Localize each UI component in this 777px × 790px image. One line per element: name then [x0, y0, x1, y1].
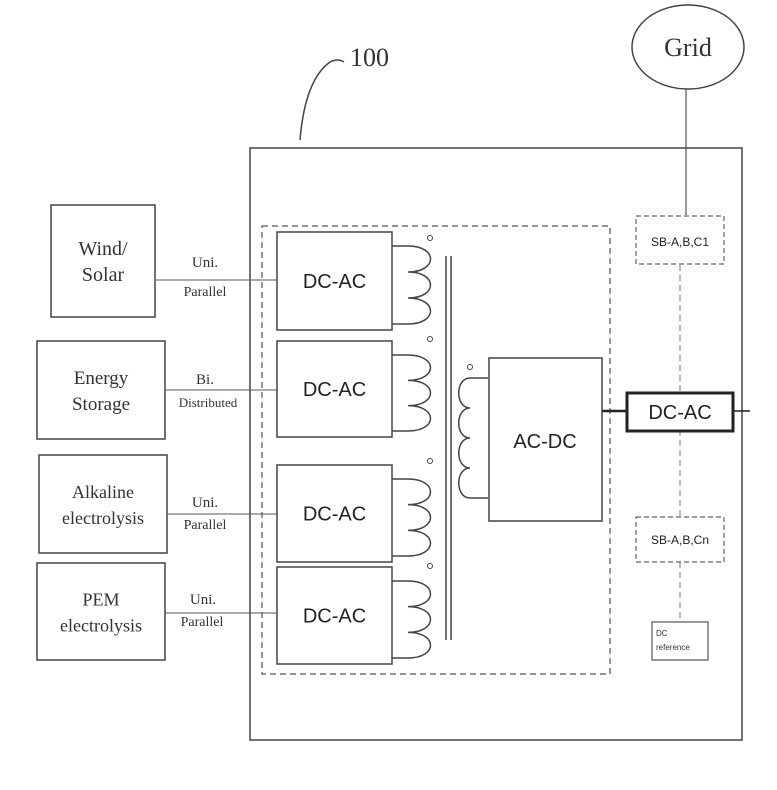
link-topology-label-4: Parallel	[181, 615, 224, 630]
coil-polarity-dot-1	[428, 236, 433, 241]
link-type-label-1: Uni.	[192, 255, 218, 271]
coil-polarity-dot-4	[428, 564, 433, 569]
grid-label: Grid	[664, 33, 712, 62]
link-topology-label-1: Parallel	[184, 285, 227, 300]
dc-reference-box	[652, 622, 708, 660]
dc-reference-line1: DC	[656, 629, 668, 638]
source-label-line1-3: Alkaline	[72, 482, 134, 502]
primary-coil-2	[392, 355, 431, 431]
converter-label-2: DC-AC	[303, 379, 366, 401]
source-label-line2-2: Storage	[72, 394, 130, 415]
rectifier-label: AC-DC	[513, 431, 576, 453]
coil-polarity-dot-2	[428, 337, 433, 342]
source-box-3	[39, 455, 167, 553]
coil-polarity-dot-3	[428, 459, 433, 464]
source-label-line2-1: Solar	[82, 264, 125, 286]
source-box-1	[51, 205, 155, 317]
primary-coil-1	[392, 246, 431, 324]
primary-coil-4	[392, 581, 431, 658]
switch-bottom-label: SB-A,B,Cn	[651, 533, 709, 547]
converter-label-1: DC-AC	[303, 271, 366, 293]
secondary-coil	[459, 378, 488, 498]
grid-converter-label: DC-AC	[648, 402, 711, 424]
link-topology-label-2: Distributed	[179, 395, 238, 410]
link-type-label-4: Uni.	[190, 592, 216, 608]
source-label-line1-4: PEM	[82, 590, 119, 610]
source-label-line2-4: electrolysis	[60, 616, 142, 636]
reference-leader-line	[300, 60, 344, 140]
secondary-polarity-dot	[468, 365, 473, 370]
source-label-line1-1: Wind/	[78, 238, 128, 260]
link-topology-label-3: Parallel	[184, 518, 227, 533]
reference-numeral: 100	[350, 43, 389, 72]
dc-reference-line2: reference	[656, 643, 690, 652]
link-type-label-2: Bi.	[196, 372, 214, 388]
link-type-label-3: Uni.	[192, 495, 218, 511]
source-label-line1-2: Energy	[74, 368, 129, 389]
switch-top-label: SB-A,B,C1	[651, 235, 709, 249]
primary-coil-3	[392, 479, 431, 556]
source-rows: Wind/SolarUni.ParallelDC-ACEnergyStorage…	[37, 205, 433, 664]
source-box-2	[37, 341, 165, 439]
source-box-4	[37, 563, 165, 660]
converter-label-3: DC-AC	[303, 504, 366, 526]
converter-label-4: DC-AC	[303, 606, 366, 628]
source-label-line2-3: electrolysis	[62, 508, 144, 528]
